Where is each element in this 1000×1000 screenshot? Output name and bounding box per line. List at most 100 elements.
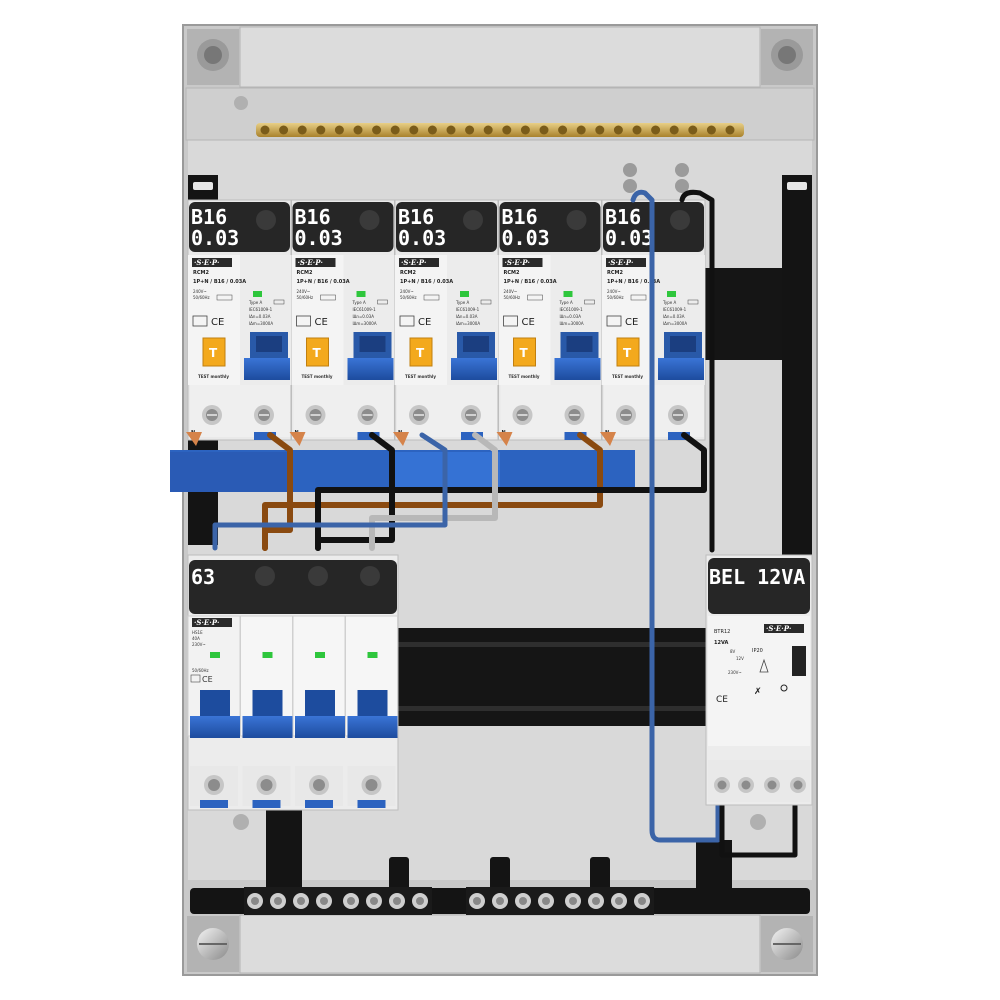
- terminal-screw-icon[interactable]: [634, 893, 650, 909]
- test-button[interactable]: T: [306, 337, 329, 367]
- terminal-screw-icon[interactable]: [564, 405, 585, 425]
- rcbo-sensitivity-label: 0.03: [295, 226, 343, 250]
- kema-mark-icon: [190, 674, 201, 683]
- test-button[interactable]: T: [513, 337, 536, 367]
- test-monthly-label: TEST monthly: [302, 374, 333, 379]
- svg-text:T: T: [209, 346, 218, 360]
- main-switch-toggle[interactable]: [347, 690, 398, 738]
- earth-hole-icon: [595, 125, 605, 135]
- brand-logo-text: ·S·E·P·: [401, 258, 426, 267]
- breaker-toggle[interactable]: [554, 332, 601, 380]
- rcbo-rating-label: B16: [502, 205, 538, 229]
- rcbo-freq-label: 50/60Hz: [607, 295, 624, 300]
- ce-mark-icon: CE: [418, 317, 431, 328]
- terminal-screw-icon[interactable]: [202, 405, 222, 425]
- test-button[interactable]: T: [616, 337, 640, 367]
- terminal-screw-icon[interactable]: [343, 893, 359, 909]
- rcbo-type-label: Type A: [352, 300, 366, 305]
- ce-mark-icon: CE: [315, 317, 328, 328]
- breaker-toggle[interactable]: [347, 332, 394, 380]
- rcbo-voltage-label: 240V~: [297, 289, 311, 294]
- terminal-screw-icon[interactable]: [588, 893, 604, 909]
- bottom-terminal-bar: [190, 805, 810, 915]
- terminal-screw-icon[interactable]: [409, 405, 429, 425]
- terminal-screw-icon[interactable]: [764, 777, 780, 793]
- earth-hole-icon: [613, 125, 623, 135]
- neutral-lug-icon: [289, 432, 306, 446]
- rcbo-type-label: Type A: [248, 300, 262, 305]
- test-monthly-label: TEST monthly: [198, 374, 229, 379]
- terminal-screw-icon[interactable]: [790, 777, 806, 793]
- terminal-screw-icon[interactable]: [366, 893, 382, 909]
- earth-hole-icon: [706, 125, 716, 135]
- breaker-toggle[interactable]: [451, 332, 497, 380]
- neutral-lug-icon: [496, 432, 513, 446]
- status-indicator-icon: [262, 652, 273, 658]
- terminal-screw-icon[interactable]: [270, 893, 286, 909]
- earth-hole-icon: [279, 125, 289, 135]
- rcbo-freq-label: 50/60Hz: [400, 295, 417, 300]
- terminal-screw-icon[interactable]: [714, 777, 730, 793]
- breaker-toggle[interactable]: [244, 332, 290, 380]
- brand-logo-text: ·S·E·P·: [766, 624, 791, 633]
- terminal-screw-icon[interactable]: [293, 893, 309, 909]
- corner-screw-icon: [761, 29, 813, 85]
- module-cover: [189, 560, 397, 614]
- rail-slot-icon: [193, 182, 213, 190]
- rcbo-model-label: RCM2: [297, 270, 313, 276]
- test-monthly-label: TEST monthly: [405, 374, 436, 379]
- cover-screw-icon: [359, 210, 380, 230]
- terminal-screw-icon[interactable]: [357, 405, 378, 425]
- bell-12v-label: 12V: [736, 656, 744, 661]
- rcbo-model-label: RCM2: [400, 270, 416, 276]
- terminal-screw-icon[interactable]: [361, 775, 382, 795]
- terminal-screw-icon[interactable]: [611, 893, 627, 909]
- main-switch-toggle[interactable]: [190, 690, 240, 738]
- din-rail-lower-groove: [395, 642, 715, 647]
- comb-pin-icon: [357, 800, 386, 808]
- terminal-screw-icon[interactable]: [305, 405, 326, 425]
- terminal-screw-icon[interactable]: [254, 405, 274, 425]
- rcbo-freq-label: 50/60Hz: [504, 295, 521, 300]
- test-button[interactable]: T: [202, 337, 226, 367]
- comb-busbar: [170, 450, 635, 492]
- neutral-lug-icon: [393, 432, 409, 446]
- terminal-screw-icon[interactable]: [316, 893, 332, 909]
- rcbo-sensitivity-label: 0.03: [191, 226, 239, 250]
- test-button[interactable]: T: [409, 337, 433, 367]
- terminal-screw-icon[interactable]: [515, 893, 531, 909]
- corner-screw-icon: [187, 29, 239, 85]
- terminal-screw-icon[interactable]: [461, 405, 481, 425]
- svg-text:T: T: [313, 346, 322, 360]
- terminal-screw-icon[interactable]: [247, 893, 263, 909]
- rcbo-spec-label: 1P+N / B16 / 0.03A: [400, 279, 453, 285]
- comb-pin-icon: [357, 432, 380, 440]
- terminal-screw-icon[interactable]: [668, 405, 688, 425]
- terminal-screw-icon[interactable]: [309, 775, 329, 795]
- earth-hole-icon: [427, 125, 437, 135]
- breaker-toggle[interactable]: [658, 332, 704, 380]
- main-switch-toggle[interactable]: [242, 690, 293, 738]
- terminal-screw-icon[interactable]: [738, 777, 754, 793]
- terminal-screw-icon[interactable]: [389, 893, 405, 909]
- cover-screw-icon: [360, 566, 380, 586]
- test-monthly-label: TEST monthly: [612, 374, 643, 379]
- status-indicator-icon: [563, 291, 573, 297]
- terminal-screw-icon[interactable]: [492, 893, 508, 909]
- terminal-screw-icon[interactable]: [565, 893, 581, 909]
- terminal-screw-icon[interactable]: [412, 893, 428, 909]
- terminal-screw-icon[interactable]: [512, 405, 533, 425]
- rcbo-voltage-label: 240V~: [193, 289, 207, 294]
- rail-slot-icon: [787, 182, 807, 190]
- terminal-screw-icon[interactable]: [204, 775, 224, 795]
- terminal-screw-icon[interactable]: [616, 405, 636, 425]
- terminal-screw-icon[interactable]: [538, 893, 554, 909]
- terminal-screw-icon[interactable]: [469, 893, 485, 909]
- rcbo-type-label: Type A: [455, 300, 469, 305]
- rcbo-model-label: RCM2: [607, 270, 623, 276]
- kema-mark-icon: [296, 315, 311, 327]
- terminal-screw-icon[interactable]: [256, 775, 277, 795]
- main-switch-toggle[interactable]: [295, 690, 345, 738]
